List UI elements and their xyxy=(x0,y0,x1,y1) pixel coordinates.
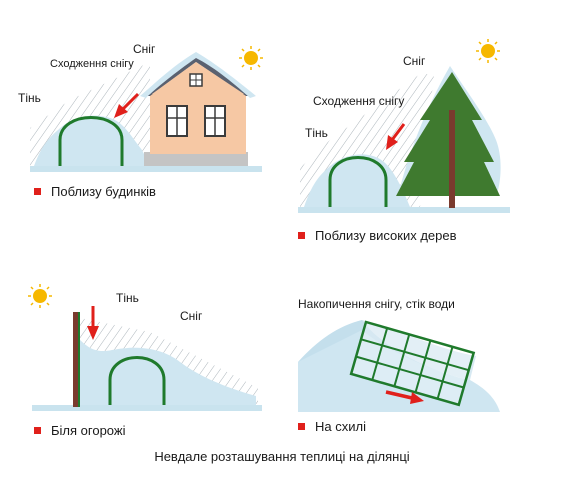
diagram-footer-caption: Невдале розташування теплиці на ділянці xyxy=(154,449,410,464)
label-fence-shade: Тінь xyxy=(116,291,139,305)
house-foundation xyxy=(144,152,248,166)
caption-house-text: Поблизу будинків xyxy=(51,184,156,199)
caption-slope: На схилі xyxy=(298,419,366,434)
house-roof xyxy=(142,54,254,96)
sun-icon xyxy=(476,39,500,63)
water-flow-arrow-icon xyxy=(385,390,424,404)
caption-slope-text: На схилі xyxy=(315,419,366,434)
greenhouse xyxy=(108,356,166,405)
label-slope-accumulation: Накопичення снігу, стік води xyxy=(298,297,455,311)
sun-icon xyxy=(28,284,52,308)
greenhouse xyxy=(58,116,124,166)
bullet-icon xyxy=(298,423,305,430)
label-house-sliding: Сходження снігу xyxy=(50,58,134,70)
sun-icon xyxy=(239,46,263,70)
ground-strip xyxy=(298,207,510,213)
shade-arrow-icon xyxy=(87,306,99,340)
caption-fence-text: Біля огорожі xyxy=(51,423,126,438)
bullet-icon xyxy=(34,427,41,434)
bullet-icon xyxy=(298,232,305,239)
hill-shoulder xyxy=(298,320,476,380)
label-trees-shade: Тінь xyxy=(305,126,328,140)
house-window-right xyxy=(204,105,226,137)
house-window-attic xyxy=(189,73,203,87)
greenhouse xyxy=(328,156,388,207)
label-house-shade: Тінь xyxy=(18,91,41,105)
label-trees-snow: Сніг xyxy=(403,54,426,68)
panel-trees xyxy=(298,39,510,213)
panel-fence xyxy=(28,284,262,411)
sliding-arrow-icon xyxy=(386,123,406,150)
caption-fence: Біля огорожі xyxy=(34,423,125,438)
panel-house xyxy=(30,46,263,172)
bullet-icon xyxy=(34,188,41,195)
snow-drift xyxy=(76,336,256,405)
label-fence-snow: Сніг xyxy=(180,309,203,323)
caption-trees: Поблизу високих дерев xyxy=(298,228,457,243)
fence-post xyxy=(73,312,78,407)
panel-slope xyxy=(298,320,500,412)
label-trees-sliding: Сходження снігу xyxy=(313,94,405,108)
caption-house: Поблизу будинків xyxy=(34,184,156,199)
sliding-arrow-icon xyxy=(114,92,140,118)
hill xyxy=(298,320,500,412)
tree-trunk xyxy=(449,110,455,208)
label-house-snow: Сніг xyxy=(133,42,156,56)
ground-strip xyxy=(30,166,262,172)
fence-post-edge xyxy=(78,312,80,407)
caption-trees-text: Поблизу високих дерев xyxy=(315,228,457,243)
ground-strip xyxy=(32,405,262,411)
house-wall xyxy=(150,94,246,154)
house-window-left xyxy=(166,105,188,137)
greenhouse-frame-tilted xyxy=(349,320,476,407)
tree-crown xyxy=(396,72,500,196)
